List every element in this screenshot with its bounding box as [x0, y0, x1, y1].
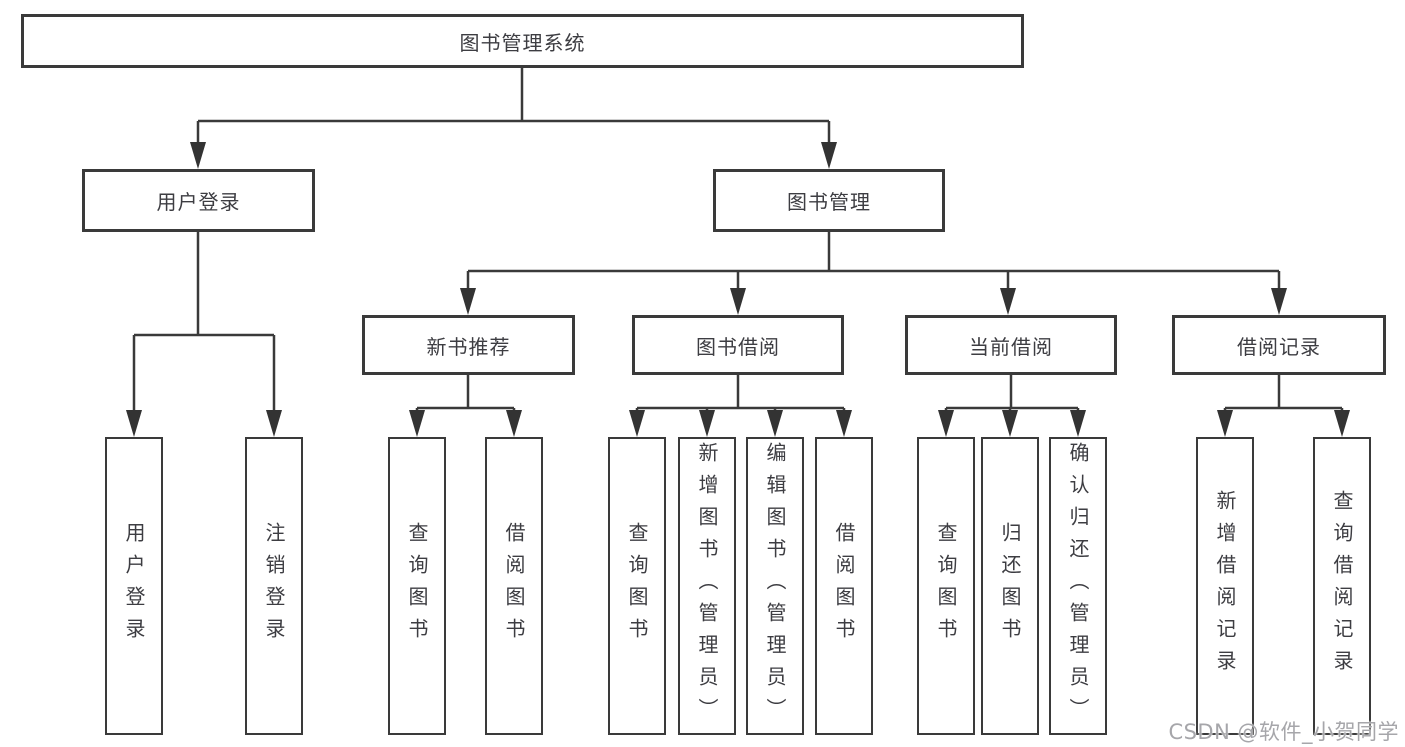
csdn-watermark: CSDN @软件_小贺同学	[1168, 720, 1399, 744]
node-label: 当前借阅	[969, 334, 1053, 359]
leaf-add-book-admin: 新增图书（管理员）	[678, 437, 736, 735]
node-label: 新增借阅记录	[1213, 490, 1237, 682]
leaf-add-borrow-record: 新增借阅记录	[1196, 437, 1254, 735]
node-current-borrow: 当前借阅	[905, 315, 1117, 375]
node-label: 新增图书（管理员）	[695, 442, 719, 730]
node-label: 用户登录	[122, 522, 146, 650]
leaf-edit-book-admin: 编辑图书（管理员）	[746, 437, 804, 735]
node-label: 查询图书	[934, 522, 958, 650]
node-borrow-records: 借阅记录	[1172, 315, 1386, 375]
leaf-query-borrow-record: 查询借阅记录	[1313, 437, 1371, 735]
node-label: 用户登录	[156, 190, 241, 214]
leaf-confirm-return-admin: 确认归还（管理员）	[1049, 437, 1107, 735]
node-label: 图书管理系统	[459, 30, 586, 55]
leaf-user-login: 用户登录	[105, 437, 163, 735]
node-book-management: 图书管理	[713, 169, 945, 232]
node-user-login: 用户登录	[82, 169, 315, 232]
node-label: 查询借阅记录	[1330, 490, 1354, 682]
node-book-borrow: 图书借阅	[632, 315, 844, 375]
leaf-logout: 注销登录	[245, 437, 303, 735]
leaf-borrow-books: 借阅图书	[815, 437, 873, 735]
node-new-book-recommend: 新书推荐	[362, 315, 575, 375]
node-label: 编辑图书（管理员）	[763, 442, 787, 730]
leaf-query-books-borrow: 查询图书	[608, 437, 666, 735]
node-label: 借阅记录	[1237, 334, 1321, 359]
node-label: 查询图书	[625, 522, 649, 650]
node-label: 确认归还（管理员）	[1066, 442, 1090, 730]
leaf-query-books-recommend: 查询图书	[388, 437, 446, 735]
node-label: 图书管理	[787, 190, 871, 214]
node-label: 图书借阅	[696, 334, 780, 359]
node-label: 查询图书	[405, 522, 429, 650]
leaf-query-books-current: 查询图书	[917, 437, 975, 735]
node-label: 借阅图书	[502, 522, 526, 650]
arrowhead-icons	[126, 142, 1350, 437]
leaf-borrow-books-recommend: 借阅图书	[485, 437, 543, 735]
node-library-management-system: 图书管理系统	[21, 14, 1024, 68]
node-label: 借阅图书	[832, 522, 856, 650]
node-label: 新书推荐	[426, 334, 511, 359]
node-label: 归还图书	[998, 522, 1022, 650]
node-label: 注销登录	[262, 522, 286, 650]
leaf-return-books: 归还图书	[981, 437, 1039, 735]
